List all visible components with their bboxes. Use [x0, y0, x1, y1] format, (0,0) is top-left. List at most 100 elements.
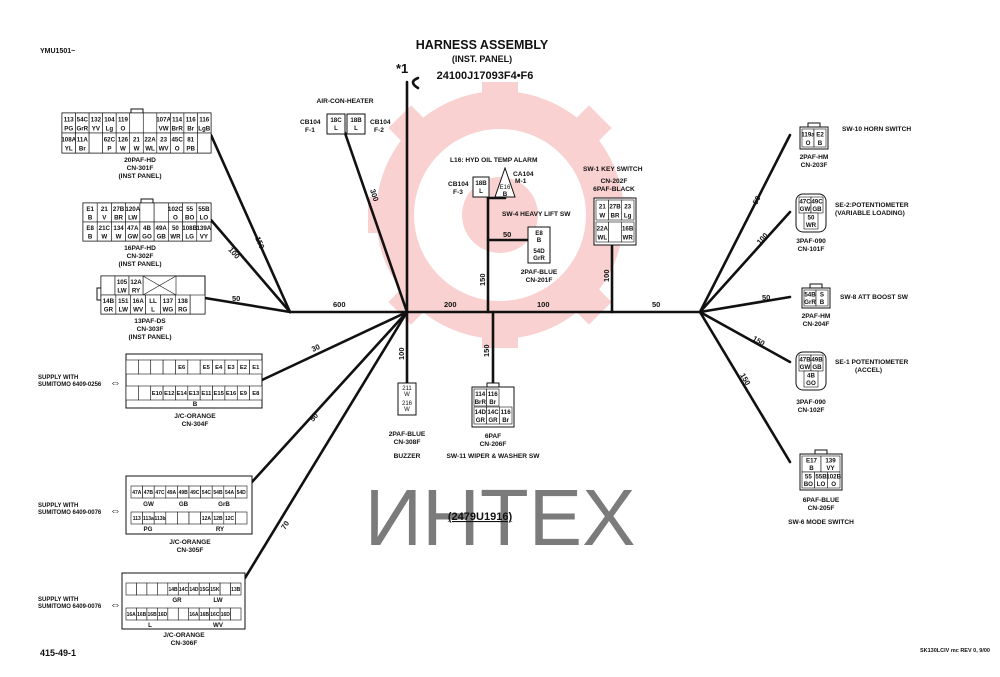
se1-label: SE-1 POTENTIOMETER: [835, 359, 909, 366]
cn302-top-8-wire-color: LO: [200, 215, 209, 222]
cn305-top-1-text: 47B: [144, 490, 154, 496]
cn303-bot-1-wire-color: LW: [119, 307, 128, 314]
cn301-location: (INST PANEL): [118, 173, 161, 180]
cn306-bot-8-text: 16C: [210, 612, 220, 618]
cn204-latch: [809, 283, 823, 289]
cn306-top-7-text: 15G: [200, 587, 210, 593]
cn305-id: CN-305F: [177, 547, 204, 554]
connector-cn302: E1B21V27BBR120ALW102CO55BO55BLOE8B21CW13…: [82, 198, 212, 268]
cn302-type: 16PAF-HD: [124, 245, 156, 252]
f3-id: F-3: [453, 189, 463, 196]
cn304-bot-8-text: E16: [226, 391, 237, 397]
cn304-bot-5-text: E13: [189, 391, 200, 397]
cn302-bot-2-wire-color: W: [116, 234, 122, 241]
cn301-bot-1-wire-color: Br: [79, 146, 86, 153]
cn205-bot-2-cell: [827, 471, 841, 489]
supply3-arrow-icon: ⇔: [110, 599, 121, 611]
cn306-top-1-cell: [136, 582, 148, 596]
cn206-top-0-wire-color: BrR: [475, 399, 487, 406]
cn101-top-0-pin: 47C: [799, 199, 811, 206]
cn306-bot-4-cell: [167, 607, 179, 621]
cn304-top-2-cell: [150, 359, 164, 375]
cn302-top-2-wire-color: BR: [114, 215, 123, 222]
cn205-bot-2-wire-color: O: [831, 481, 836, 488]
wire-to-cn303: [203, 296, 292, 314]
cn304-bot-0-cell: [125, 385, 139, 401]
drawing-number: (2479U1916): [448, 511, 513, 523]
length-100-buzzer: 100: [397, 347, 406, 360]
cn303-location: (INST PANEL): [128, 334, 171, 341]
f3-color: L: [479, 188, 483, 195]
cn303-bot-3-pin: LL: [149, 298, 157, 305]
sw11-label: SW-11 WIPER & WASHER SW: [447, 453, 541, 460]
supply1-line2: SUMITOMO 6409-0256: [38, 382, 102, 388]
cn206-bot-2-pin: 116: [501, 409, 512, 416]
cn303-bot-3-wire-color: L: [151, 307, 155, 314]
cn301-top-3-pin: 104: [104, 116, 115, 123]
cn301-pins: 113PG54CGrR132YV104Lg119O107AVW114BrR116…: [61, 112, 212, 154]
cn204-1-wire-color: B: [820, 299, 825, 306]
supply2-line2: SUMITOMO 6409-0076: [38, 510, 102, 516]
cn102-id: CN-102F: [798, 407, 825, 414]
sw1-label: SW-1 KEY SWITCH: [583, 166, 643, 173]
cn305-bot-7-text: 12B: [213, 516, 223, 522]
cn203-id: CN-203F: [801, 162, 828, 169]
cn302-bot-0-wire-color: B: [88, 234, 93, 241]
cn302-bot-5-wire-color: GB: [157, 234, 167, 241]
cn202-bot-2-cell: [621, 221, 635, 243]
cn303-bot-1-pin: 151: [118, 298, 129, 305]
cn301-bot-5-wire-color: W: [134, 146, 140, 153]
cn204-type: 2PAF-HM: [802, 313, 831, 320]
cn301-bot-3-wire-color: P: [107, 146, 111, 153]
cn304-top-5-cell: [187, 359, 201, 375]
cn202-top-2-pin: 23: [624, 203, 631, 210]
cn304-bot-2-text: E10: [152, 391, 162, 397]
cn202-type: 6PAF-BLACK: [593, 186, 635, 193]
cn306-top-5-text: 14C: [179, 587, 189, 593]
cn302-bot-3-wire-color: GW: [127, 234, 138, 241]
m1-pin: E16: [500, 185, 511, 191]
cn301-id: CN-301F: [127, 165, 154, 172]
length-50-sw4: 50: [503, 230, 511, 239]
cn302-bot-1-pin: 21C: [99, 225, 111, 232]
cn305-bot-3-cell: [165, 511, 178, 525]
wire-to-cn101: [698, 210, 792, 314]
length-150-sw4: 150: [478, 273, 487, 286]
length-150-cn205: 150: [738, 372, 752, 387]
se2-label: SE-2:POTENTIOMETER: [835, 202, 909, 209]
cn305-bot-6-text: 12A: [202, 516, 212, 522]
cn306-bot-7-text: 16B: [200, 612, 210, 618]
cn202-bot-1-cell: [608, 221, 622, 243]
cn302-top-0-wire-color: B: [88, 215, 93, 222]
cn304-bot-6-text: E11: [201, 391, 212, 397]
cn302-bot-1-wire-color: W: [101, 234, 107, 241]
cn306-common-0: L: [148, 622, 152, 629]
cn302-top-5-cell: [153, 202, 169, 223]
cn204-1-pin: S: [820, 292, 824, 299]
wire-to-cn306: [243, 310, 409, 580]
cn302-top-6-pin: 102C: [168, 206, 183, 213]
fuse-f1: [326, 113, 346, 135]
cn301-top-4-wire-color: O: [121, 126, 126, 133]
cn201-col1: B: [537, 237, 542, 244]
cn306-top-2-cell: [146, 582, 158, 596]
connector-cn202: SW-1 KEY SWITCH CN-202F 6PAF-BLACK 21W27…: [583, 166, 643, 246]
cn304-bot-4-text: E14: [176, 391, 187, 397]
cn101-top-1-wire-color: GB: [812, 206, 822, 213]
se1-sub: (ACCEL): [855, 367, 882, 374]
length-50-trunk: 50: [652, 300, 660, 309]
cn303-top-2-wire-color: RY: [132, 288, 141, 295]
cn304-bot-10-cell: [249, 385, 263, 401]
cn308-col2: W: [404, 407, 410, 413]
wire-to-cn204: [698, 295, 792, 314]
cn102-top-1-pin: 49B: [811, 357, 823, 364]
hyd-oil-temp-alarm: L16: HYD OIL TEMP ALARM CB104 F-3 18B L …: [448, 157, 538, 198]
cn301-bot-9-pin: 81: [187, 136, 194, 143]
cn304-color: J/C-ORANGE: [174, 413, 216, 420]
